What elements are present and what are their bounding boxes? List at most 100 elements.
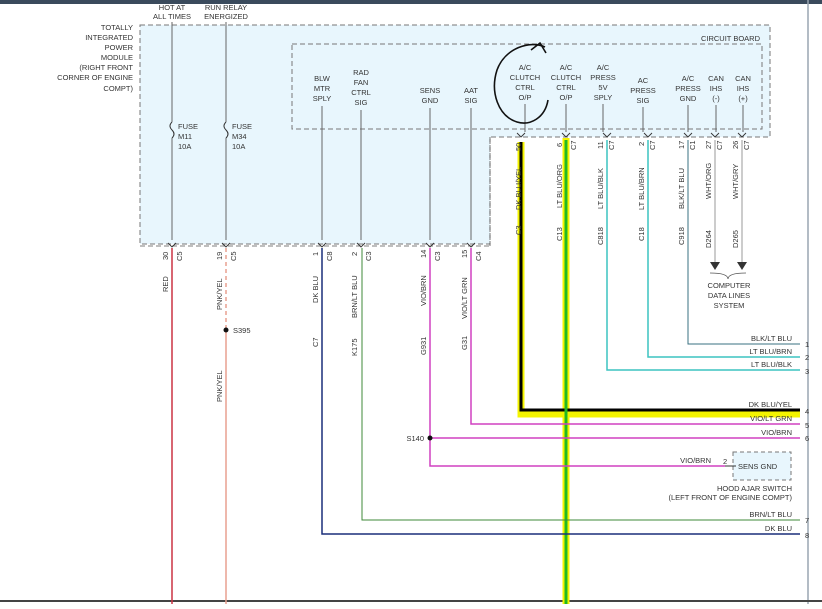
circuit-code: D265 xyxy=(731,230,740,248)
conn-pin: 26 xyxy=(731,141,740,149)
wire-color-code: PNK/YEL xyxy=(215,370,224,402)
pin-label-line: IHS xyxy=(710,84,723,93)
pin-label-line: CTRL xyxy=(515,83,535,92)
pin-label-line: SIG xyxy=(355,98,368,107)
module-name-line: CORNER OF ENGINE xyxy=(57,73,133,82)
wire-blk-lt-blu xyxy=(687,140,800,345)
terminal-chevron xyxy=(221,242,231,248)
pin-label-line: CTRL xyxy=(556,83,576,92)
circuit-code: G31 xyxy=(460,336,469,350)
wire-color-code: RED xyxy=(161,276,170,292)
wire-vio-brn xyxy=(429,248,725,467)
wire-color-code: DK BLU/YEL xyxy=(514,167,523,210)
hood-switch-caption: (LEFT FRONT OF ENGINE COMPT) xyxy=(669,493,793,502)
conn-id: C7 xyxy=(569,140,578,150)
wire-color-code: LT BLU/BLK xyxy=(596,168,605,209)
edge-wire-label: LT BLU/BRN xyxy=(749,347,792,356)
terminal-chevron xyxy=(356,242,366,248)
terminal-chevron xyxy=(466,242,476,248)
conn-id: C7 xyxy=(715,140,724,150)
terminal-chevron xyxy=(683,132,693,138)
arrow-data-line-minus xyxy=(710,262,720,270)
pin-label-can-ihs-plus: CAN IHS (+) xyxy=(735,74,751,103)
edge-wire-label: VIO/BRN xyxy=(761,428,792,437)
computer-data-lines-label: SYSTEM xyxy=(714,301,745,310)
wire-color-code: BLK/LT BLU xyxy=(677,168,686,209)
computer-data-lines-label: DATA LINES xyxy=(708,291,750,300)
hood-switch-sens-gnd: SENS GND xyxy=(738,462,778,471)
edge-wire-num: 6 xyxy=(805,434,809,443)
pin-label-line: PRESS xyxy=(590,73,615,82)
wire-lt-blu-blk xyxy=(606,140,800,371)
pin-label-ac-press-sig: AC PRESS SIG xyxy=(630,76,655,105)
splice-s395-label: S395 xyxy=(233,326,251,335)
conn-pin: 30 xyxy=(161,252,170,260)
module-name-line: COMPT) xyxy=(103,84,133,93)
pin-label-ac-press-gnd: A/C PRESS GND xyxy=(675,74,700,103)
module-name-line: MODULE xyxy=(101,53,133,62)
pin-label-line: SPLY xyxy=(313,94,332,103)
terminal-chevron xyxy=(317,242,327,248)
edge-wire-num: 5 xyxy=(805,421,809,430)
pin-label-blw-mtr-sply: BLW MTR SPLY xyxy=(313,74,332,103)
wire-color-code: BRN/LT BLU xyxy=(350,275,359,318)
edge-wire-label: VIO/LT GRN xyxy=(750,414,792,423)
wire-brn-lt-blu xyxy=(361,248,800,521)
edge-wire-num: 7 xyxy=(805,516,809,525)
circuit-code: C818 xyxy=(596,227,605,245)
pin-label-line: IHS xyxy=(737,84,750,93)
computer-data-lines-label: COMPUTER xyxy=(708,281,752,290)
conn-pin: 15 xyxy=(460,250,469,258)
pin-label-line: A/C xyxy=(682,74,695,83)
relay-label-line: ENERGIZED xyxy=(204,12,248,21)
pin-label-line: (+) xyxy=(738,94,748,103)
pin-label-line: SIG xyxy=(637,96,650,105)
pin-label-line: PRESS xyxy=(675,84,700,93)
edge-wire-num: 8 xyxy=(805,531,809,540)
conn-pin: 19 xyxy=(215,252,224,260)
wire-color-code: WHT/ORG xyxy=(704,163,713,199)
pin-label-line: CLUTCH xyxy=(510,73,540,82)
edge-wire-num: 1 xyxy=(805,340,809,349)
wire-color-code: WHT/GRY xyxy=(731,164,740,199)
bottom-connector-terminals xyxy=(167,242,476,248)
splice-s140-label: S140 xyxy=(406,434,424,443)
terminal-chevron xyxy=(425,242,435,248)
splice-s140 xyxy=(427,435,433,441)
pin-label-ac-clutch-ctrl-1: A/C CLUTCH CTRL O/P xyxy=(510,63,540,102)
module-outline-continuation xyxy=(140,137,491,247)
terminal-chevron xyxy=(167,242,177,248)
fuse-m11-label: M11 xyxy=(178,132,192,141)
wire-vio-lt-grn xyxy=(470,248,800,425)
terminal-chevron xyxy=(737,132,747,138)
right-edge-wire-labels: BLK/LT BLU 1 LT BLU/BRN 2 LT BLU/BLK 3 D… xyxy=(749,334,810,540)
fuse-m11-symbol xyxy=(169,121,175,139)
conn-id: C5 xyxy=(175,251,184,261)
fuse-m34-label: 10A xyxy=(232,142,245,151)
terminal-chevron xyxy=(710,132,720,138)
edge-wire-label: LT BLU/BLK xyxy=(751,360,792,369)
pin-label-can-ihs-minus: CAN IHS (-) xyxy=(708,74,724,103)
terminal-chevron xyxy=(561,132,571,138)
conn-pin: 27 xyxy=(704,141,713,149)
pin-label-line: AAT xyxy=(464,86,478,95)
pin-label-line: PRESS xyxy=(630,86,655,95)
wire-color-code: LT BLU/BRN xyxy=(637,167,646,210)
arrow-data-line-plus xyxy=(737,262,747,270)
conn-id: C5 xyxy=(229,251,238,261)
conn-pin: 11 xyxy=(596,141,605,149)
hood-ajar-switch-box xyxy=(732,451,792,481)
splice-s395 xyxy=(223,327,229,333)
pin-label-line: BLW xyxy=(314,74,331,83)
wire-dk-blu xyxy=(321,248,800,535)
circuit-board-title: CIRCUIT BOARD xyxy=(701,34,761,43)
module-name-line: INTEGRATED xyxy=(85,33,133,42)
conn-pin: 14 xyxy=(419,250,428,258)
relay-label-line: RUN RELAY xyxy=(205,3,247,12)
module-name-line: POWER xyxy=(105,43,134,52)
edge-wire-num: 3 xyxy=(805,367,809,376)
edge-wire-num: 4 xyxy=(805,407,809,416)
fuse-m34-label: M34 xyxy=(232,132,247,141)
pin-label-line: GND xyxy=(680,94,697,103)
